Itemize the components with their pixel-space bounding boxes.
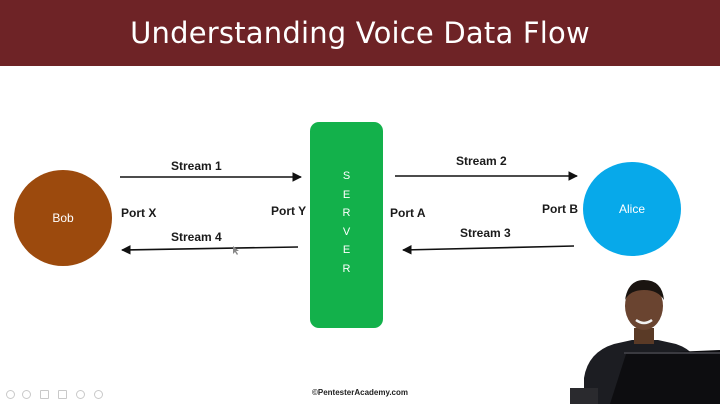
- server-node: S E R V E R: [310, 122, 383, 328]
- next-slide-icon[interactable]: [22, 390, 31, 399]
- stream-4-arrow: [121, 245, 299, 255]
- server-label: S E R V E R: [310, 167, 383, 278]
- server-letter: E: [342, 188, 351, 201]
- slide-title: Understanding Voice Data Flow: [130, 16, 590, 50]
- bob-node: Bob: [14, 170, 112, 266]
- stream-2-label: Stream 2: [456, 154, 507, 168]
- stream-3-label: Stream 3: [460, 226, 511, 240]
- server-letter: E: [342, 244, 351, 256]
- slides-grid-icon[interactable]: [58, 390, 67, 399]
- cursor-icon: [233, 246, 239, 255]
- server-letter: R: [342, 262, 351, 275]
- port-y-label: Port Y: [271, 204, 307, 218]
- more-options-icon[interactable]: [94, 390, 103, 399]
- pen-icon[interactable]: [40, 390, 49, 399]
- zoom-icon[interactable]: [76, 390, 85, 399]
- copyright-credit: ©PentesterAcademy.com: [311, 388, 408, 397]
- alice-label: Alice: [618, 202, 645, 216]
- server-letter: V: [342, 225, 351, 238]
- bob-label: Bob: [52, 211, 74, 225]
- port-a-label: Port A: [390, 206, 426, 220]
- port-x-label: Port X: [121, 206, 157, 220]
- alice-node: Alice: [583, 162, 681, 256]
- stream-3-arrow: [402, 244, 575, 255]
- previous-slide-icon[interactable]: [6, 390, 15, 399]
- title-bar: Understanding Voice Data Flow: [0, 0, 720, 66]
- server-letter: R: [342, 207, 351, 219]
- server-letter: S: [342, 170, 351, 182]
- presenter-video: [570, 280, 720, 404]
- stream-1-label: Stream 1: [171, 159, 222, 173]
- stream-4-label: Stream 4: [171, 230, 222, 244]
- port-b-label: Port B: [542, 202, 578, 216]
